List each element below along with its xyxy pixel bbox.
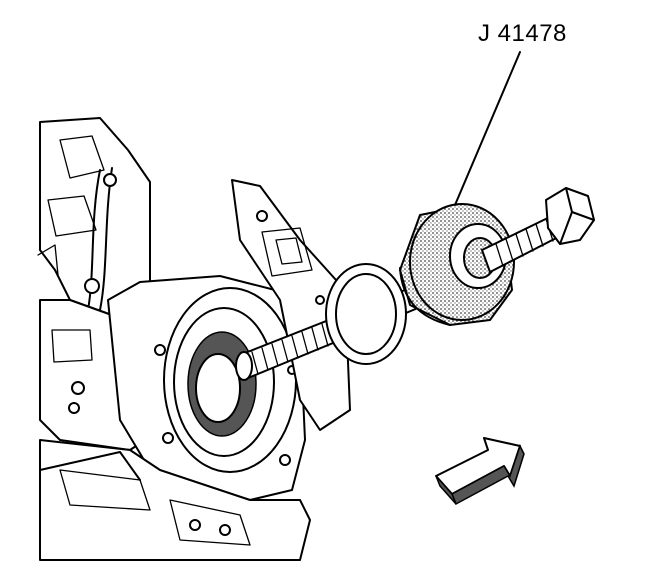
engine-block-right [231, 179, 351, 431]
callout-leader [454, 51, 521, 206]
forcing-bolt [481, 187, 595, 273]
rear-main-seal [325, 263, 407, 365]
seal-installer-body [399, 203, 515, 326]
rear-seal-housing [107, 275, 306, 501]
tool-number-label: J 41478 [478, 20, 567, 47]
direction-arrow [435, 437, 525, 506]
oil-pan [39, 439, 311, 561]
